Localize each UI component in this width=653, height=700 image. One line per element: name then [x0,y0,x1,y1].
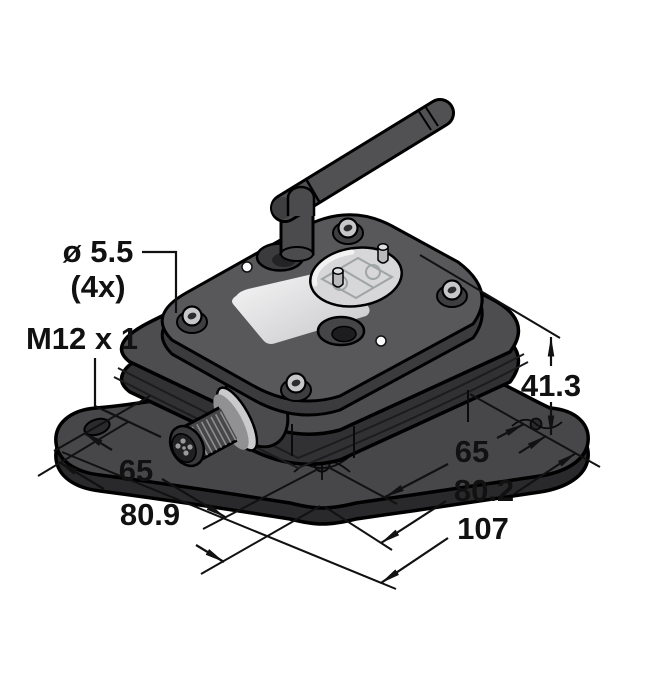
window-peg-left [332,267,344,288]
connector-pins [175,438,193,456]
dimension-left-outer: 80.9 [58,461,225,563]
ext-left-inner-b [202,467,321,530]
dimension-right-mid-label: 80.2 [454,473,514,508]
callout-connector-thread: M12 x 1 [26,321,162,438]
dimension-left-outer-label: 80.9 [120,497,180,532]
led-indicator-left [241,261,253,273]
dimension-height: 41.3 [521,336,581,436]
display-window [309,243,403,308]
callout-hole-diameter-line1: ø 5.5 [63,234,134,269]
body-seam-line-2 [113,361,529,470]
ext-left-outer-b [200,505,321,575]
callout-hole-diameter-leader [142,250,178,313]
screw-left [176,305,208,334]
ext-right-baseline [469,393,601,468]
gland-hole [316,315,366,347]
screw-back [332,217,364,245]
antenna [255,98,455,272]
dimension-left-inner: 65 [83,432,226,518]
dimension-height-label: 41.3 [521,368,581,403]
antenna-tip-ring-2 [424,105,439,127]
dimension-right-outer-label: 107 [457,511,509,546]
dimension-left-inner-label: 65 [119,453,153,488]
dimension-right-outer: 107 [380,452,577,584]
screw-front [280,372,312,402]
dimension-right-mid: 80.2 [380,435,547,544]
extension-lines [37,254,601,590]
ext-left-inner-a [53,395,151,452]
ext-right-outer [61,451,397,590]
screw-right [436,279,468,308]
window-peg-right [377,243,389,264]
lid-screws [176,217,468,402]
antenna-joint-line [304,178,322,204]
ext-height-top [419,254,561,339]
antenna-tip-ring-1 [417,109,432,131]
body-seam-line-1 [117,353,525,460]
led-indicator-front [375,335,387,347]
callout-connector-thread-label: M12 x 1 [26,321,138,356]
callout-hole-diameter-line2: (4x) [70,269,125,304]
callout-connector-thread-leader [93,358,162,438]
ext-left-outer-a [37,421,129,477]
antenna-hinge-clamp [286,185,316,216]
window-highlight [312,249,355,287]
connector-collar-front [213,394,249,450]
dimension-right-inner-label: 65 [455,434,489,469]
callout-hole-diameter: ø 5.5 (4x) [63,234,178,313]
dimension-right-inner: 65 [384,423,525,498]
